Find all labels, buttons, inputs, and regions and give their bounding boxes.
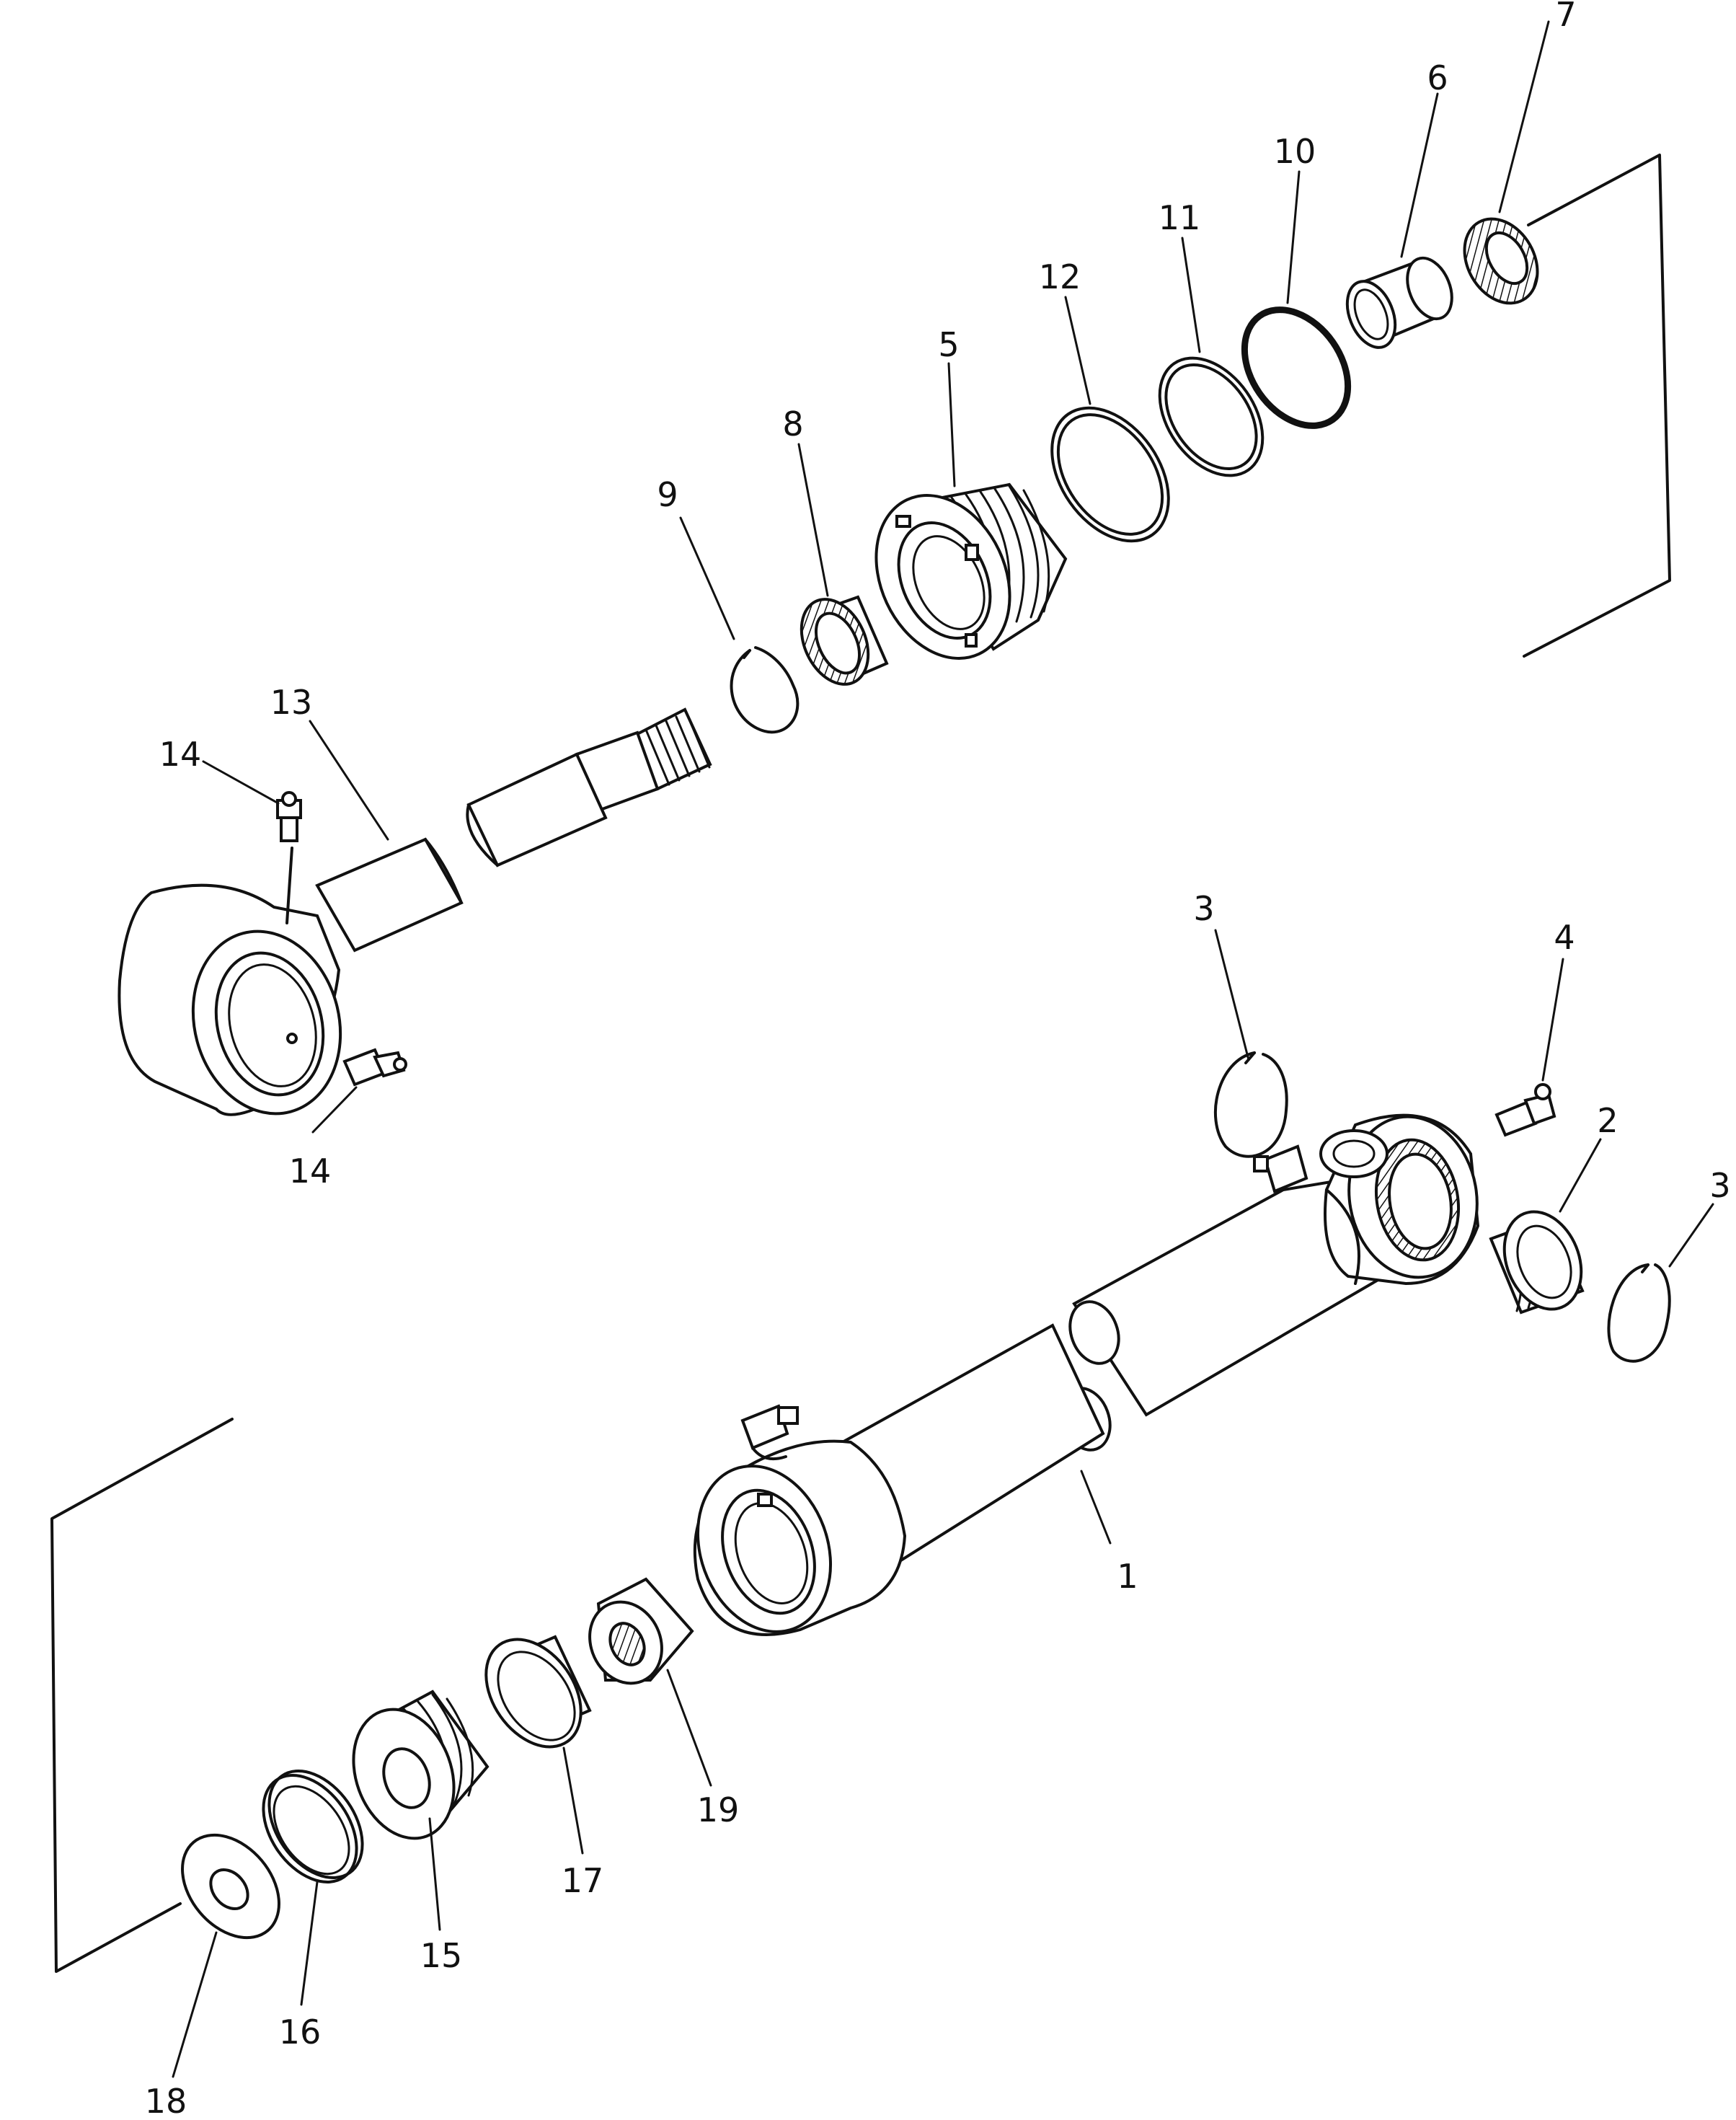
part-2-seal [1489,1210,1585,1315]
part-10-o-ring [1241,306,1352,429]
callout-12: 12 [1039,257,1081,296]
callout-10: 10 [1274,132,1316,171]
part-17-ring [484,1635,592,1749]
callout-1: 1 [1117,1557,1138,1596]
part-15-piston [352,1690,490,1840]
callout-14-lower: 14 [289,1152,332,1191]
part-14-grease-fitting-top [276,791,302,842]
callout-18: 18 [145,2082,187,2120]
callout-11: 11 [1159,198,1201,237]
callout-labels: 7 6 10 11 12 5 8 9 13 14 14 3 4 2 3 1 19… [145,0,1731,2120]
part-6-bushing [1345,256,1453,349]
callout-15: 15 [420,1936,463,1975]
part-12-ring [1050,406,1170,543]
callout-4: 4 [1554,918,1575,957]
part-3-snap-ring-upper [1214,1051,1288,1158]
callout-3-right: 3 [1709,1166,1730,1205]
part-16-wear-ring [262,1770,364,1883]
callout-9: 9 [657,475,678,514]
part-9-snap-ring [730,646,800,734]
callout-2: 2 [1597,1101,1618,1140]
assembly-bracket-upper [1523,154,1671,658]
callout-7: 7 [1555,0,1576,34]
callout-6: 6 [1427,58,1448,97]
callout-19: 19 [697,1790,740,1829]
assembly-bracket-lower [50,1418,234,1973]
part-14-grease-fitting-side [342,1048,407,1087]
part-5-cylinder-head [874,482,1068,660]
callout-13: 13 [270,683,313,722]
part-19-nut [588,1577,694,1685]
part-4-elbow-fitting [1494,1083,1556,1137]
callout-8: 8 [782,405,803,443]
callout-3-upper: 3 [1193,889,1214,928]
part-18-washer [181,1833,280,1940]
callout-14-upper: 14 [159,735,202,774]
part-13-piston-rod [118,707,712,1116]
part-8-bushing [800,595,889,686]
part-1-cylinder-tube [693,1113,1480,1636]
part-3-snap-ring-right [1607,1263,1671,1363]
leader-lines [172,20,1714,2078]
callout-16: 16 [279,2013,322,2051]
part-11-backup-ring [1158,356,1265,477]
callout-17: 17 [562,1861,604,1900]
callout-5: 5 [938,325,959,364]
part-7-dust-seal [1463,217,1539,305]
